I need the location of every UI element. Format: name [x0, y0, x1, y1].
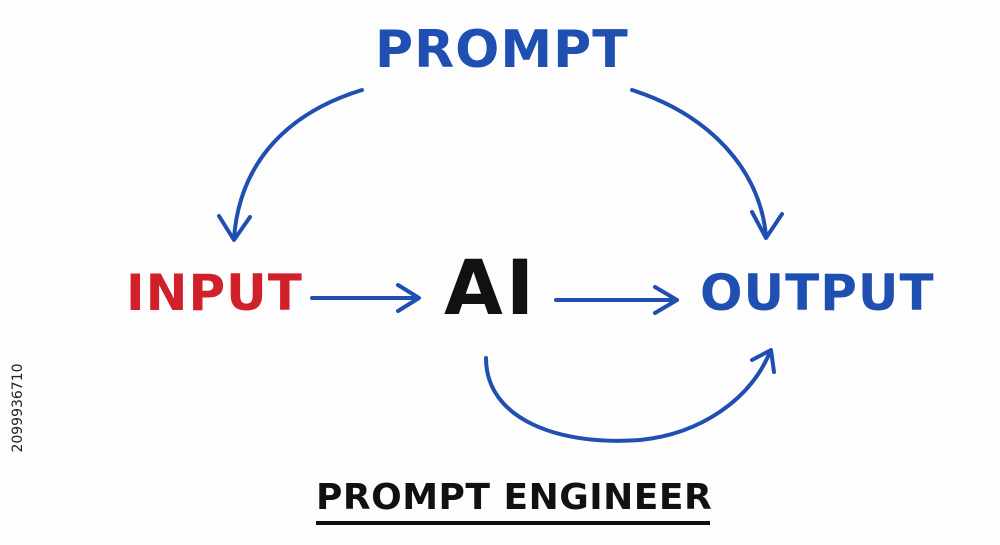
arrow-prompt-to-output: [630, 88, 768, 238]
arrow-ai-to-output-curved: [484, 350, 772, 443]
arrow-prompt-to-input: [232, 88, 364, 240]
arrowhead-output-bottom: [750, 348, 776, 374]
node-prompt: PROMPT: [375, 20, 629, 80]
side-id-label: 2099936710: [10, 363, 26, 453]
node-output: OUTPUT: [700, 264, 935, 322]
node-ai: AI: [444, 243, 538, 332]
arrowhead-input: [217, 214, 252, 242]
arrowhead-output-mid: [653, 285, 679, 315]
arrowhead-ai: [396, 283, 421, 313]
arrowhead-output-top: [750, 210, 784, 240]
node-input: INPUT: [126, 264, 303, 322]
caption-underline: [316, 521, 710, 525]
caption: PROMPT ENGINEER: [316, 477, 713, 518]
